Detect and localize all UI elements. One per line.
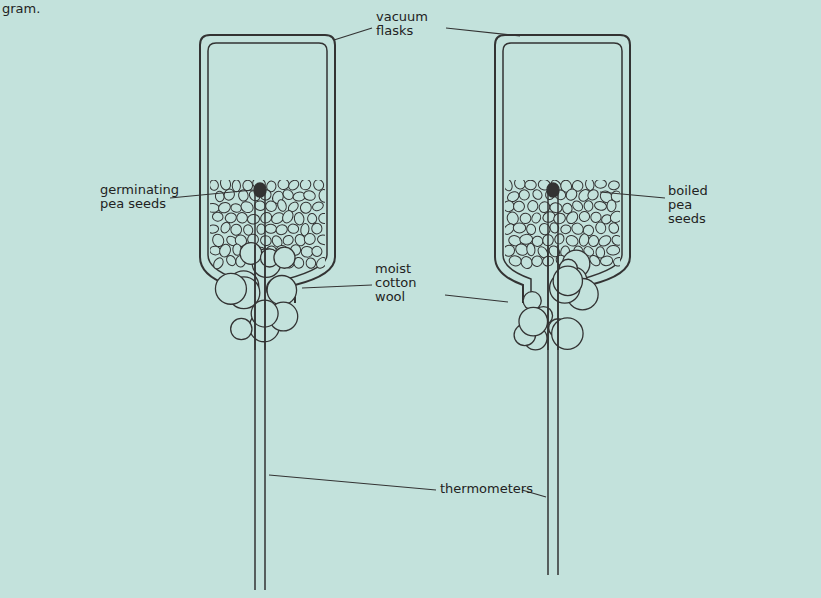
cotton-wool xyxy=(215,243,598,350)
right-flask xyxy=(495,35,630,303)
fragment-text: gram. xyxy=(2,2,62,16)
part-label: thermometers xyxy=(440,482,540,496)
part-label: moist cotton wool xyxy=(375,262,443,304)
part-label: vacuum flasks xyxy=(376,10,444,38)
thermometer xyxy=(254,183,559,590)
left-flask xyxy=(200,35,335,303)
part-label: germinating pea seeds xyxy=(100,183,168,211)
leader-line xyxy=(170,28,665,497)
thermometer xyxy=(255,245,558,350)
part-label: boiled pea seeds xyxy=(668,184,728,226)
